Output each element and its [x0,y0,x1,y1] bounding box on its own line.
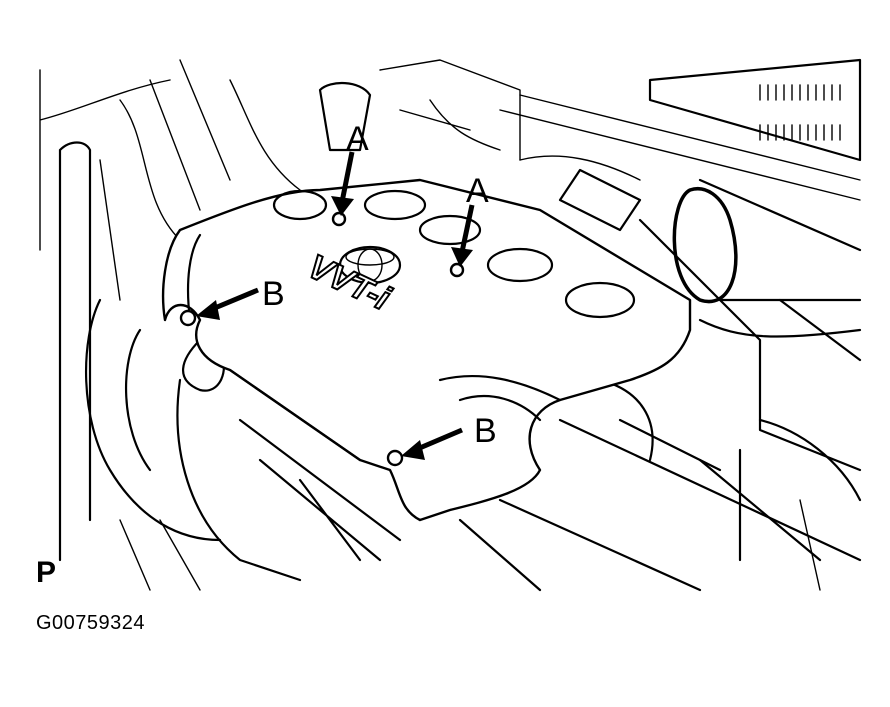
figure-id: G00759324 [36,612,146,634]
arrow-a2 [451,204,475,267]
bolt-a1 [331,211,347,227]
clip-b1 [179,309,197,327]
toyota-emblem [338,245,402,285]
view-label: P [36,556,57,589]
radiator-fins [759,84,841,141]
callout-b1: B [262,275,285,313]
arrow-b2 [401,427,463,460]
bolt-a2 [449,262,465,278]
engine-cover: VVT-i [162,178,692,522]
engine-bay-background [39,58,862,592]
arrow-b1 [196,287,259,320]
callout-a1: A [346,120,369,158]
callout-b2: B [474,412,497,450]
cover-openings [272,189,636,319]
callout-arrows [196,151,475,460]
arrow-a1 [331,151,355,216]
callout-a2: A [466,172,489,210]
fasteners [179,211,465,467]
clip-b2 [386,449,404,467]
